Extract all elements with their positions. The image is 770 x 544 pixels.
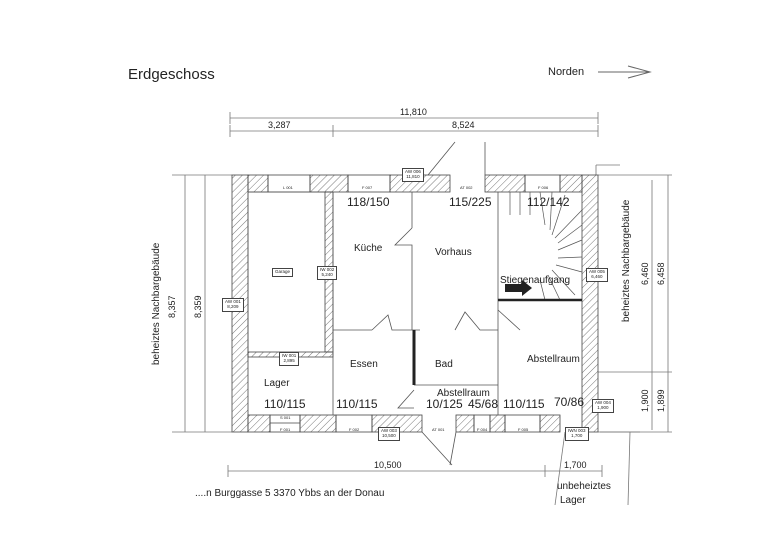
tag-value: 5,240 bbox=[321, 271, 333, 277]
dim-left-inner: 8,359 bbox=[193, 295, 203, 318]
tag-value: 1,900 bbox=[597, 404, 609, 410]
room-abstellraum: Abstellraum bbox=[527, 354, 580, 365]
room-garage: Garage bbox=[272, 268, 294, 277]
opening-code: F 002 bbox=[349, 427, 360, 432]
room-essen: Essen bbox=[350, 359, 378, 370]
opening-code: F 005 bbox=[518, 427, 529, 432]
left-neighbor-label: beheiztes Nachbargebäude bbox=[151, 242, 162, 365]
tag-value: 11,810 bbox=[406, 173, 420, 179]
opening-size: 10/125 bbox=[426, 397, 463, 411]
dim-top-left: 3,287 bbox=[268, 120, 291, 130]
north-arrow-icon bbox=[598, 65, 652, 79]
opening-code: F 004 bbox=[477, 427, 488, 432]
opening-size: 110/115 bbox=[264, 397, 306, 411]
staircase-icon bbox=[498, 191, 583, 302]
room-kueche: Küche bbox=[354, 243, 383, 254]
dim-top-total: 11,810 bbox=[400, 107, 427, 117]
room-vorhaus: Vorhaus bbox=[435, 247, 472, 258]
wall-openings bbox=[267, 174, 561, 433]
page-title: Erdgeschoss bbox=[128, 66, 215, 83]
tag-value: 10,500 bbox=[382, 432, 396, 438]
opening-code: F 001 bbox=[280, 427, 291, 432]
tag-id: AW 001 bbox=[225, 299, 241, 304]
opening-code: F 006 bbox=[538, 185, 549, 190]
dim-bottom-right: 1,700 bbox=[564, 460, 587, 470]
dim-right-upper-a: 6,460 bbox=[640, 262, 650, 285]
tag-value: 6,460 bbox=[591, 273, 603, 279]
tag-id: AW 003 bbox=[381, 428, 397, 433]
opening-size: 70/86 bbox=[554, 395, 585, 409]
tag-id: IW 001 bbox=[282, 353, 297, 358]
opening-size: 115/225 bbox=[449, 195, 492, 209]
address-text: ....n Burggasse 5 3370 Ybbs an der Donau bbox=[195, 488, 385, 499]
opening-size: 45/68 bbox=[468, 397, 499, 411]
unheated-storage-label-1: unbeheiztes bbox=[557, 481, 611, 492]
interior-walls bbox=[247, 141, 521, 466]
north-label: Norden bbox=[548, 66, 585, 78]
walls bbox=[231, 174, 599, 433]
opening-code: S 001 bbox=[280, 415, 291, 420]
room-abstellraum-small: Abstellraum bbox=[437, 388, 490, 399]
tag-value: 2,895 bbox=[283, 357, 295, 363]
opening-code: AT 002 bbox=[460, 185, 473, 190]
tag-id: IWN 003 bbox=[568, 428, 586, 433]
dim-left-outer: 8,357 bbox=[167, 295, 177, 318]
dim-right-upper-b: 6,458 bbox=[656, 262, 666, 285]
tag-id: AW 006 bbox=[405, 169, 421, 174]
dim-right-lower-a: 1,900 bbox=[640, 389, 650, 412]
opening-size: 110/115 bbox=[503, 397, 545, 411]
opening-code: AT 001 bbox=[432, 427, 445, 432]
opening-size: 110/115 bbox=[336, 397, 378, 411]
tag-id: AW 004 bbox=[595, 400, 611, 405]
stair-arrow-icon bbox=[505, 280, 532, 296]
room-bad: Bad bbox=[435, 359, 453, 370]
room-stiegenaufgang: Stiegenaufgang bbox=[500, 275, 571, 286]
tag-value: 1,700 bbox=[571, 432, 583, 438]
opening-size: 112/142 bbox=[527, 195, 570, 209]
unheated-storage-label-2: Lager bbox=[560, 495, 586, 506]
dim-top-right: 8,524 bbox=[452, 120, 475, 130]
dim-right-lower-b: 1,899 bbox=[656, 389, 666, 412]
tag-id: AW 005 bbox=[589, 269, 605, 274]
opening-code: L 001 bbox=[283, 185, 293, 190]
opening-size: 118/150 bbox=[347, 195, 390, 209]
opening-code: F 007 bbox=[362, 185, 373, 190]
tag-value: 8,209 bbox=[227, 303, 239, 309]
right-neighbor-label: beheiztes Nachbargebäude bbox=[621, 199, 632, 322]
dim-bottom-main: 10,500 bbox=[374, 460, 402, 470]
room-lager: Lager bbox=[264, 378, 290, 389]
tag-id: IW 002 bbox=[320, 267, 335, 272]
dimension-lines bbox=[172, 112, 672, 506]
